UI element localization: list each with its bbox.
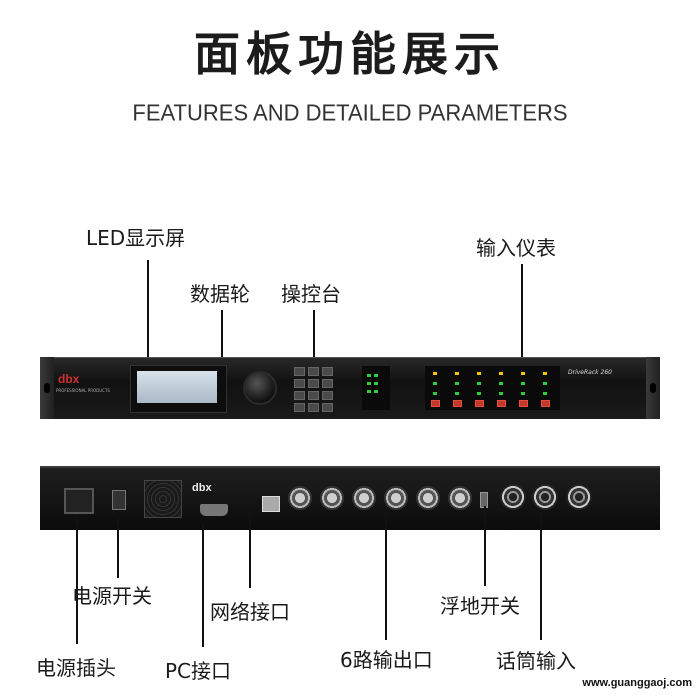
leader-power-socket bbox=[76, 516, 78, 644]
leader-data-wheel bbox=[221, 310, 223, 365]
control-button[interactable] bbox=[322, 367, 333, 376]
control-button[interactable] bbox=[322, 391, 333, 400]
leader-control-panel bbox=[313, 310, 315, 362]
meter-led bbox=[477, 372, 481, 375]
mute-button[interactable] bbox=[541, 400, 550, 407]
leader-input-meter bbox=[521, 264, 523, 362]
watermark: www.guanggaoj.com bbox=[582, 677, 692, 689]
control-button[interactable] bbox=[308, 391, 319, 400]
meter-led bbox=[499, 372, 503, 375]
control-button[interactable] bbox=[322, 403, 333, 412]
network-port-connector[interactable] bbox=[262, 496, 280, 512]
meter-led bbox=[543, 372, 547, 375]
meter-led bbox=[433, 382, 437, 385]
meter-led bbox=[433, 392, 437, 395]
xlr-output-3[interactable] bbox=[352, 486, 376, 510]
label-input-meter: 输入仪表 bbox=[476, 236, 556, 260]
meter-led bbox=[455, 382, 459, 385]
control-button[interactable] bbox=[308, 379, 319, 388]
output-meter-block bbox=[425, 366, 560, 410]
mute-button[interactable] bbox=[519, 400, 528, 407]
meter-led bbox=[499, 392, 503, 395]
power-socket[interactable] bbox=[64, 488, 94, 514]
meter-led bbox=[374, 382, 378, 385]
rear-brand-logo: dbx bbox=[192, 482, 212, 494]
leader-power-switch bbox=[117, 516, 119, 578]
meter-led bbox=[477, 382, 481, 385]
xlr-output-6[interactable] bbox=[448, 486, 472, 510]
rack-ear-right bbox=[646, 357, 660, 419]
label-six-outputs: 6路输出口 bbox=[340, 648, 433, 672]
lcd-display bbox=[137, 371, 217, 403]
meter-led bbox=[367, 382, 371, 385]
xlr-input-2[interactable] bbox=[532, 484, 558, 510]
rack-ear-left bbox=[40, 357, 54, 419]
leader-network-port bbox=[249, 510, 251, 588]
input-meter-block bbox=[362, 366, 390, 410]
meter-led bbox=[455, 392, 459, 395]
meter-led bbox=[543, 392, 547, 395]
meter-led bbox=[477, 392, 481, 395]
label-led-display: LED显示屏 bbox=[86, 226, 186, 250]
control-button[interactable] bbox=[294, 403, 305, 412]
meter-led bbox=[367, 374, 371, 377]
cooling-fan bbox=[144, 480, 182, 518]
rear-panel: dbx bbox=[40, 466, 660, 530]
label-power-switch: 电源开关 bbox=[72, 584, 152, 608]
page-title: 面板功能展示 bbox=[194, 27, 506, 81]
mute-button[interactable] bbox=[497, 400, 506, 407]
xlr-output-1[interactable] bbox=[288, 486, 312, 510]
power-switch[interactable] bbox=[112, 490, 126, 510]
leader-six-outputs bbox=[385, 512, 387, 640]
label-control-panel: 操控台 bbox=[281, 282, 341, 306]
xlr-output-2[interactable] bbox=[320, 486, 344, 510]
meter-led bbox=[455, 372, 459, 375]
control-button[interactable] bbox=[308, 367, 319, 376]
brand-subtitle: PROFESSIONAL PRODUCTS bbox=[56, 388, 110, 393]
label-power-socket: 电源插头 bbox=[36, 656, 116, 680]
control-button[interactable] bbox=[308, 403, 319, 412]
meter-led bbox=[521, 382, 525, 385]
page-subtitle: FEATURES AND DETAILED PARAMETERS bbox=[132, 99, 568, 126]
leader-led-display bbox=[147, 260, 149, 360]
meter-led bbox=[499, 382, 503, 385]
leader-pc-port bbox=[202, 525, 204, 647]
meter-led bbox=[374, 374, 378, 377]
control-button[interactable] bbox=[322, 379, 333, 388]
meter-led bbox=[543, 382, 547, 385]
control-button[interactable] bbox=[294, 391, 305, 400]
meter-led bbox=[521, 392, 525, 395]
xlr-input-1[interactable] bbox=[500, 484, 526, 510]
label-pc-port: PC接口 bbox=[165, 659, 232, 683]
label-data-wheel: 数据轮 bbox=[190, 282, 250, 306]
brand-logo: dbx bbox=[58, 372, 80, 386]
label-mic-input: 话筒输入 bbox=[496, 649, 576, 673]
model-name: DriveRack 260 bbox=[568, 369, 612, 376]
label-network-port: 网络接口 bbox=[210, 600, 290, 624]
control-button[interactable] bbox=[294, 367, 305, 376]
control-button[interactable] bbox=[294, 379, 305, 388]
label-ground-lift: 浮地开关 bbox=[440, 594, 520, 618]
mute-button[interactable] bbox=[475, 400, 484, 407]
xlr-output-5[interactable] bbox=[416, 486, 440, 510]
xlr-output-4[interactable] bbox=[384, 486, 408, 510]
leader-mic-input bbox=[540, 510, 542, 640]
leader-ground-lift bbox=[484, 506, 486, 586]
mute-button[interactable] bbox=[431, 400, 440, 407]
mic-input-connector[interactable] bbox=[566, 484, 592, 510]
front-panel: dbx PROFESSIONAL PRODUCTS bbox=[40, 357, 660, 419]
meter-led bbox=[367, 390, 371, 393]
mute-button[interactable] bbox=[453, 400, 462, 407]
meter-led bbox=[374, 390, 378, 393]
meter-led bbox=[433, 372, 437, 375]
meter-led bbox=[521, 372, 525, 375]
data-wheel-knob[interactable] bbox=[243, 371, 277, 405]
pc-port-connector[interactable] bbox=[200, 504, 228, 516]
